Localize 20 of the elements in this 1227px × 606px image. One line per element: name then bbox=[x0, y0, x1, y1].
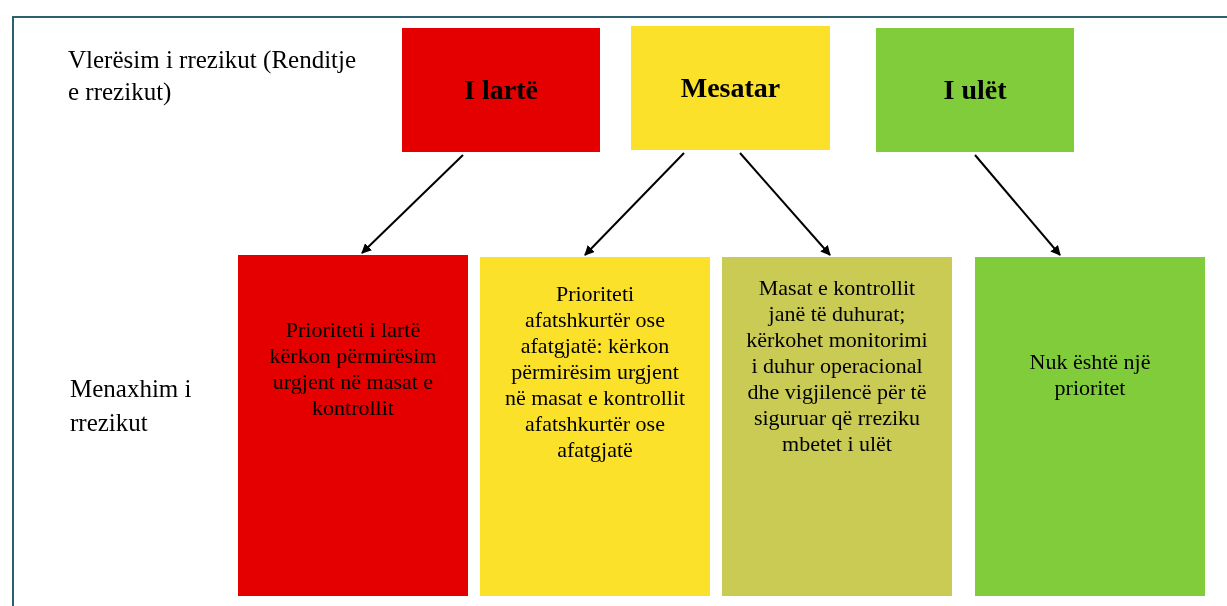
arrow bbox=[974, 154, 1061, 256]
management-box bbox=[238, 255, 468, 596]
management-text: Masat e kontrollit janë të duhurat; kërkohet monitorimi i duhur operacional dhe vigjilencë për të siguruar që rreziku mbetet i ulët bbox=[746, 275, 928, 457]
management-text: Prioriteti afatshkurtër ose afatgjatë: kërkon përmirësim urgjent në masat e kontrollit afatshkurtër ose afatgjatë bbox=[504, 281, 686, 463]
arrow bbox=[584, 152, 685, 256]
management-box bbox=[480, 257, 710, 596]
rating-box bbox=[876, 28, 1074, 152]
rating-label: I lartë bbox=[464, 74, 538, 106]
rating-label: I ulët bbox=[943, 74, 1007, 106]
arrow bbox=[739, 152, 831, 256]
row-heading: Vlerësim i rrezikut (Renditje e rrezikut) bbox=[68, 45, 358, 107]
row-heading: Menaxhim i rrezikut bbox=[70, 374, 193, 438]
management-text: Prioriteti i lartë kërkon përmirësim urgjent në masat e kontrollit bbox=[268, 317, 438, 421]
rating-box bbox=[402, 28, 600, 152]
management-box bbox=[975, 257, 1205, 596]
management-text: Nuk është një prioritet bbox=[1028, 349, 1152, 401]
rating-box bbox=[631, 26, 830, 150]
rating-label: Mesatar bbox=[680, 72, 781, 104]
arrow bbox=[361, 154, 464, 254]
management-box bbox=[722, 257, 952, 596]
